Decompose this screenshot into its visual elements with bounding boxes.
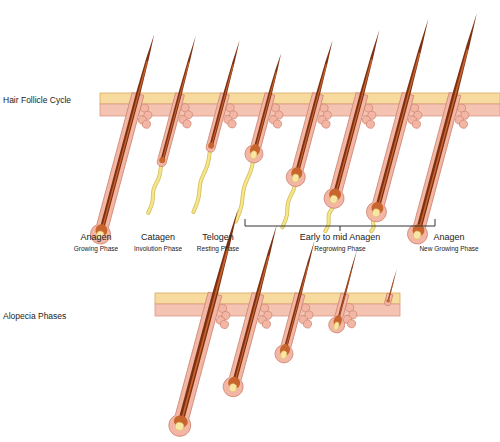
hair-shaft	[161, 36, 198, 161]
hair-highlight	[286, 264, 308, 348]
hair-follicle	[405, 10, 496, 249]
row-title: Hair Follicle Cycle	[3, 96, 99, 106]
phase-description: New Growing Phase	[399, 245, 499, 252]
follicle-sheath	[384, 293, 393, 306]
hair-follicle	[384, 268, 400, 306]
hair-highlight	[256, 72, 276, 148]
dermal-papilla	[291, 173, 299, 182]
hair-follicle	[144, 35, 214, 218]
dermis-layer	[155, 304, 400, 316]
phase-description: Regrowing Phase	[290, 245, 390, 252]
dermal-papilla	[333, 321, 340, 330]
phase-name: Catagen	[108, 232, 208, 242]
phase-name: Anagen	[46, 232, 146, 242]
dermal-papilla	[372, 208, 381, 218]
hair-shaft	[283, 239, 316, 350]
hair-shaft	[99, 34, 156, 231]
hair-follicle	[189, 39, 257, 217]
row-title: Alopecia Phases	[3, 312, 99, 322]
phase-description: Involution Phase	[108, 245, 208, 252]
epidermis-layer	[100, 93, 500, 104]
hair-shaft	[337, 249, 358, 321]
phase-bracket	[340, 226, 341, 231]
sebaceous-gland	[262, 319, 272, 329]
hair-highlight	[163, 62, 189, 158]
club-hair	[159, 156, 166, 163]
sebaceous-gland	[303, 319, 313, 329]
hair-highlight	[389, 280, 394, 299]
epithelial-strand	[193, 150, 212, 212]
hair-follicle	[327, 247, 374, 337]
phase-name: Telogen	[168, 232, 268, 242]
dermal-papilla	[228, 383, 237, 393]
sebaceous-gland	[347, 319, 357, 329]
hair-shaft	[416, 12, 479, 231]
hair-highlight	[338, 270, 351, 320]
hair-highlight	[298, 64, 327, 171]
club-hair	[386, 299, 390, 303]
dermal-papilla	[250, 150, 258, 159]
hair-highlight	[212, 64, 233, 143]
hair-follicle	[316, 28, 399, 237]
sebaceous-gland	[227, 119, 237, 129]
epithelial-strand	[193, 150, 212, 212]
hair-shaft	[295, 39, 335, 173]
epithelial-strand	[147, 164, 162, 213]
phase-name: Anagen	[399, 232, 499, 242]
phase-name: Early to mid Anagen	[290, 232, 390, 242]
hair-shaft	[209, 39, 241, 146]
hair-highlight	[378, 53, 419, 206]
hair-shaft	[375, 18, 430, 209]
sebaceous-gland	[182, 119, 192, 129]
sebaceous-gland	[412, 119, 422, 129]
hair-shaft	[388, 269, 398, 301]
dermal-papilla	[280, 350, 288, 359]
dermal-papilla	[329, 194, 338, 204]
club-hair	[207, 142, 214, 149]
hair-follicle	[88, 32, 173, 249]
hair-highlight	[336, 59, 372, 193]
sebaceous-gland	[220, 320, 230, 330]
hair-highlight	[102, 61, 147, 228]
phase-bracket	[245, 219, 435, 226]
hair-highlight	[182, 247, 228, 419]
sebaceous-gland	[273, 119, 283, 129]
sebaceous-gland	[142, 119, 152, 129]
epithelial-strand	[147, 164, 162, 213]
hair-follicle	[362, 16, 448, 236]
phase-description: Growing Phase	[46, 245, 146, 252]
sebaceous-gland	[366, 119, 376, 129]
hair-shaft	[333, 30, 381, 195]
phase-description: Resting Phase	[168, 245, 268, 252]
dermal-papilla	[174, 421, 184, 431]
hair-follicle	[273, 238, 333, 368]
dermis-layer	[100, 104, 500, 116]
hair-highlight	[235, 256, 269, 381]
hair-highlight	[420, 50, 468, 229]
sebaceous-gland	[459, 119, 469, 129]
hair-shaft	[253, 53, 282, 151]
dermal-papilla	[413, 230, 422, 240]
epidermis-layer	[155, 293, 400, 304]
sebaceous-gland	[321, 119, 331, 129]
